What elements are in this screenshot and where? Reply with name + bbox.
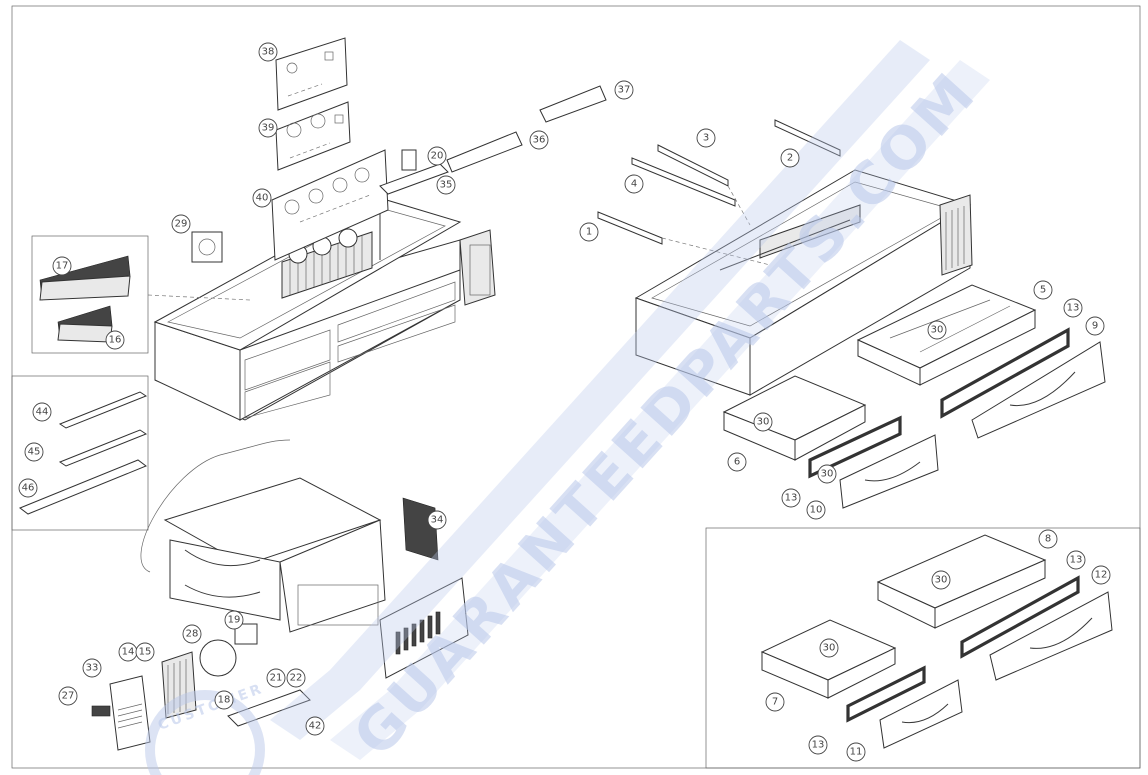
callout-9: 9: [1085, 316, 1105, 336]
svg-text:11: 11: [850, 747, 863, 758]
callout-6: 6: [727, 452, 747, 472]
inset-rail-box: [11, 375, 149, 531]
callout-29: 29: [171, 214, 191, 234]
callout-5: 5: [1033, 280, 1053, 300]
svg-text:29: 29: [175, 219, 188, 230]
svg-text:36: 36: [533, 135, 546, 146]
svg-text:15: 15: [139, 647, 152, 658]
svg-text:30: 30: [823, 643, 836, 654]
callout-21: 21: [266, 668, 286, 688]
callout-14: 14: [118, 642, 138, 662]
svg-text:3: 3: [703, 133, 709, 144]
svg-text:9: 9: [1092, 321, 1098, 332]
callout-35: 35: [436, 175, 456, 195]
svg-text:33: 33: [86, 663, 99, 674]
svg-text:1: 1: [586, 227, 592, 238]
callout-3: 3: [696, 128, 716, 148]
callout-36: 36: [529, 130, 549, 150]
callout-30: 30: [931, 570, 951, 590]
svg-text:13: 13: [1067, 303, 1080, 314]
svg-text:10: 10: [810, 505, 823, 516]
callout-45: 45: [24, 442, 44, 462]
svg-text:42: 42: [309, 721, 322, 732]
svg-text:30: 30: [931, 325, 944, 336]
callout-15: 15: [135, 642, 155, 662]
callout-19: 19: [224, 610, 244, 630]
svg-text:27: 27: [62, 691, 75, 702]
svg-text:19: 19: [228, 615, 241, 626]
svg-text:30: 30: [757, 417, 770, 428]
svg-text:39: 39: [262, 123, 275, 134]
svg-text:40: 40: [256, 193, 269, 204]
callout-40: 40: [252, 188, 272, 208]
left-cabinet-assembly: [153, 37, 607, 421]
svg-text:4: 4: [631, 179, 637, 190]
svg-text:44: 44: [36, 407, 49, 418]
callout-30: 30: [819, 638, 839, 658]
lower-left-cabinet: [140, 439, 469, 679]
svg-text:30: 30: [935, 575, 948, 586]
callout-33: 33: [82, 658, 102, 678]
callout-13: 13: [808, 735, 828, 755]
callout-13: 13: [1066, 550, 1086, 570]
svg-text:2: 2: [787, 153, 793, 164]
callout-30: 30: [753, 412, 773, 432]
callout-30: 30: [817, 464, 837, 484]
svg-text:22: 22: [290, 673, 303, 684]
callout-8: 8: [1038, 529, 1058, 549]
svg-text:34: 34: [431, 515, 444, 526]
svg-text:7: 7: [772, 697, 778, 708]
callout-27: 27: [58, 686, 78, 706]
callout-30: 30: [927, 320, 947, 340]
svg-text:30: 30: [821, 469, 834, 480]
callout-4: 4: [624, 174, 644, 194]
svg-text:5: 5: [1040, 285, 1046, 296]
svg-text:35: 35: [440, 180, 453, 191]
svg-text:8: 8: [1045, 534, 1051, 545]
svg-text:14: 14: [122, 647, 135, 658]
svg-text:28: 28: [186, 629, 199, 640]
callout-16: 16: [105, 330, 125, 350]
svg-text:45: 45: [28, 447, 41, 458]
right-drawers: [722, 284, 1106, 509]
callout-39: 39: [258, 118, 278, 138]
svg-text:12: 12: [1095, 570, 1108, 581]
callout-17: 17: [52, 256, 72, 276]
callout-11: 11: [846, 742, 866, 762]
callout-10: 10: [806, 500, 826, 520]
right-cabinet-assembly: [597, 119, 973, 396]
callout-1: 1: [579, 222, 599, 242]
callout-13: 13: [1063, 298, 1083, 318]
svg-text:20: 20: [431, 151, 444, 162]
callout-7: 7: [765, 692, 785, 712]
callout-12: 12: [1091, 565, 1111, 585]
callout-34: 34: [427, 510, 447, 530]
svg-text:6: 6: [734, 457, 740, 468]
callout-13: 13: [781, 488, 801, 508]
svg-text:13: 13: [1070, 555, 1083, 566]
callout-44: 44: [32, 402, 52, 422]
svg-text:37: 37: [618, 85, 631, 96]
svg-text:38: 38: [262, 47, 275, 58]
callout-22: 22: [286, 668, 306, 688]
svg-text:17: 17: [56, 261, 69, 272]
svg-text:16: 16: [109, 335, 122, 346]
svg-text:18: 18: [218, 695, 231, 706]
callout-46: 46: [18, 478, 38, 498]
svg-text:13: 13: [785, 493, 798, 504]
callout-42: 42: [305, 716, 325, 736]
svg-text:13: 13: [812, 740, 825, 751]
inset-evaporator-box: [31, 235, 251, 354]
callout-37: 37: [614, 80, 634, 100]
callout-2: 2: [780, 148, 800, 168]
callout-20: 20: [427, 146, 447, 166]
callout-28: 28: [182, 624, 202, 644]
callout-18: 18: [214, 690, 234, 710]
svg-text:46: 46: [22, 483, 35, 494]
svg-text:21: 21: [270, 673, 283, 684]
callout-38: 38: [258, 42, 278, 62]
